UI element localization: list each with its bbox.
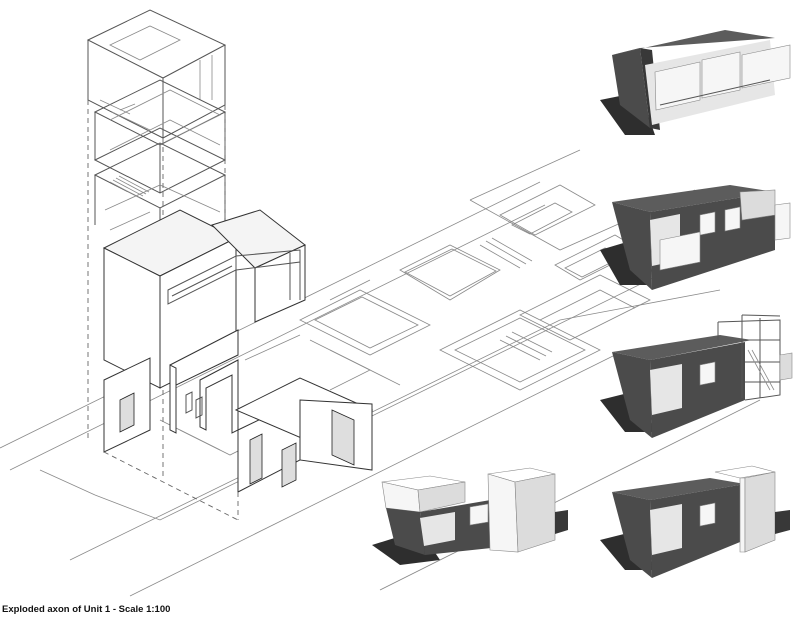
ground-floor-walls <box>103 329 374 521</box>
drawing-caption: Exploded axon of Unit 1 - Scale 1:100 <box>2 604 171 615</box>
massing-stage-2 <box>600 185 791 290</box>
massing-stage-5 <box>600 465 790 578</box>
massing-stage-4 <box>372 467 568 565</box>
upper-frame-levels <box>86 9 227 240</box>
massing-stage-3 <box>600 314 793 438</box>
massing-stage-1 <box>600 30 791 135</box>
